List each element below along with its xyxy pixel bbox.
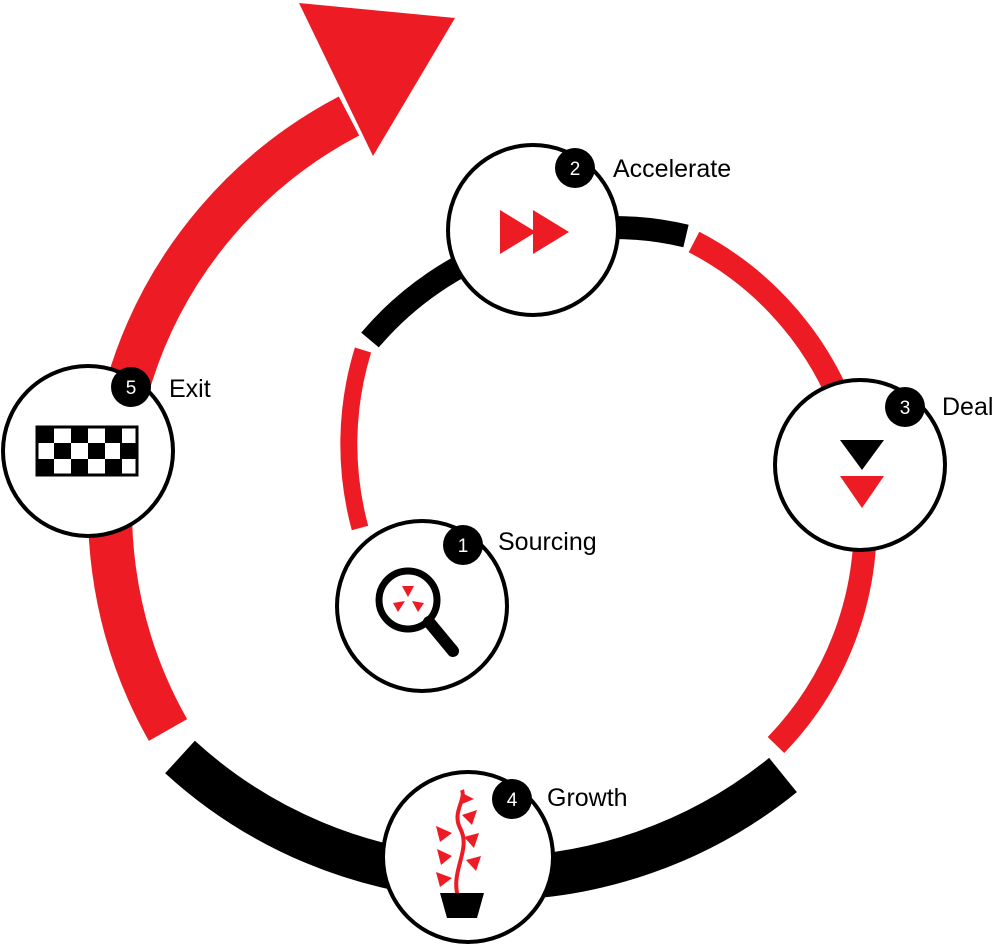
stage-label: Accelerate [613, 155, 731, 183]
potted-plant-icon [436, 789, 484, 918]
step-number: 3 [900, 398, 911, 419]
stage-deal[interactable]: 3 Deal [773, 378, 993, 552]
checkered-flag-icon [35, 425, 139, 477]
outer-cycle-arrowhead [299, 3, 455, 156]
step-number: 2 [570, 159, 581, 180]
step-number-badge [111, 367, 151, 407]
stacked-triangles-icon [840, 440, 884, 508]
step-number: 5 [126, 378, 137, 399]
fast-forward-icon [500, 210, 569, 254]
stage-accelerate[interactable]: 2 Accelerate [446, 143, 731, 317]
stage-sourcing[interactable]: 1 Sourcing [335, 519, 597, 693]
step-number-badge [885, 387, 925, 427]
step-number: 1 [458, 536, 469, 557]
inner-cycle-sourcing-arc [340, 347, 372, 531]
stage-exit[interactable]: 5 Exit [1, 364, 211, 538]
stage-label: Sourcing [498, 528, 597, 556]
step-number: 4 [507, 790, 518, 811]
step-number-badge [555, 148, 595, 188]
stage-label: Exit [169, 375, 211, 403]
stage-label: Deal [942, 393, 993, 421]
step-number-badge [492, 779, 532, 819]
magnifier-icon [375, 567, 459, 657]
stage-label: Growth [547, 784, 628, 812]
stage-growth[interactable]: 4 Growth [381, 770, 628, 944]
step-number-badge [443, 525, 483, 565]
